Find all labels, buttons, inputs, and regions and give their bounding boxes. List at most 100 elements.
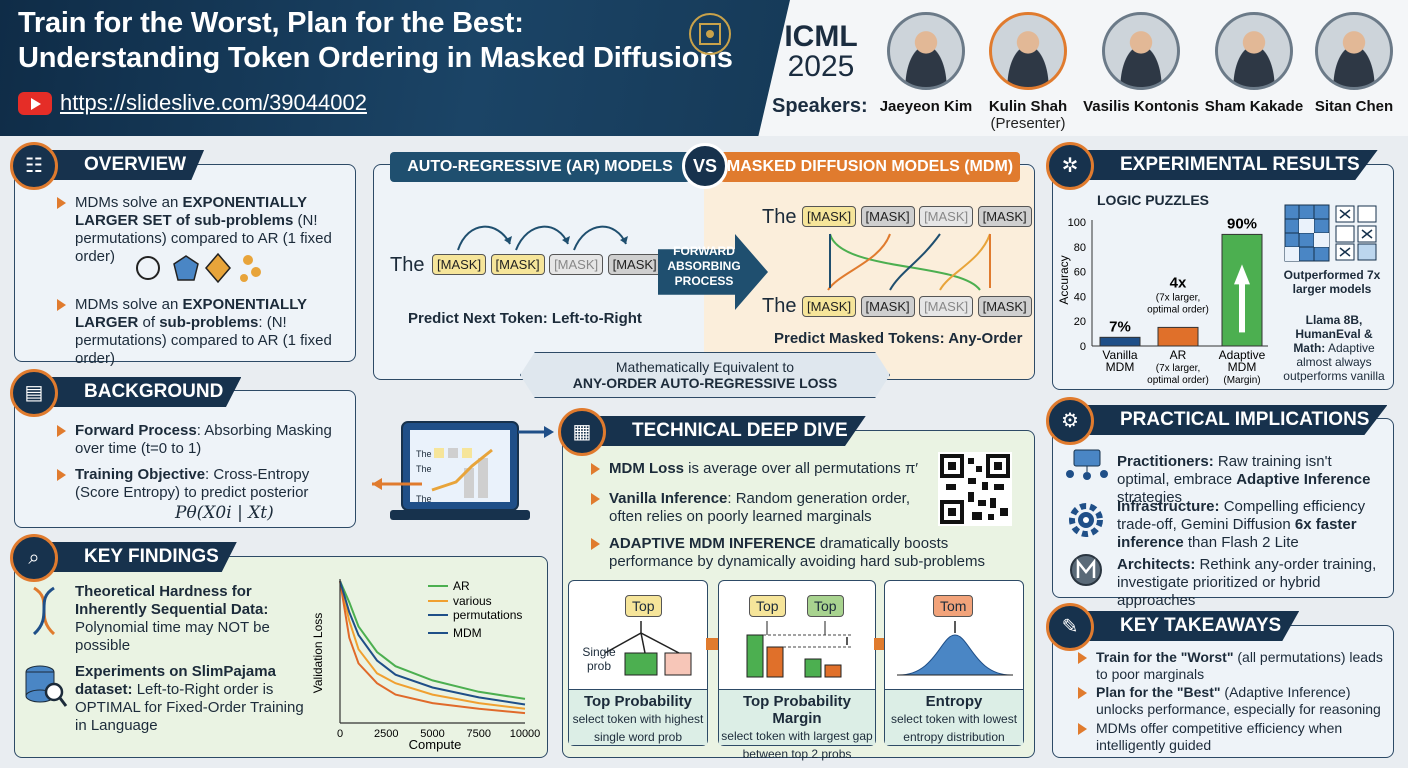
bar-value-label: 7%	[1109, 318, 1131, 335]
mdm-top-row: [MASK] [MASK] [MASK] [MASK]	[802, 206, 1032, 227]
avatar	[1102, 12, 1180, 90]
grid-caption: Outperformed 7x larger models	[1283, 268, 1381, 296]
background-bullet-1: Forward Process: Absorbing Masking over …	[57, 422, 345, 458]
implications-title: PRACTICAL IMPLICATIONS	[1058, 405, 1388, 435]
findings-panel	[14, 556, 548, 758]
avatar	[989, 12, 1067, 90]
mask-token: [MASK]	[549, 254, 604, 275]
implication-1: Practitioners: Raw training isn't optima…	[1117, 453, 1371, 506]
bar-y-tick: 100	[1068, 217, 1086, 229]
tree-arrows	[604, 621, 692, 676]
conference-year: 2025	[787, 50, 855, 83]
equivalence-banner: Mathematically Equivalent to ANY-ORDER A…	[520, 352, 890, 398]
bar-value-label: 90%	[1227, 215, 1257, 232]
mask-token: [MASK]	[432, 254, 487, 275]
dna-icon	[32, 586, 56, 636]
legend-label: MDM	[453, 626, 482, 640]
x-axis-label: Compute	[409, 737, 462, 752]
ar-title: AUTO-REGRESSIVE (AR) MODELS	[390, 152, 690, 182]
title-line-1: Train for the Worst, Plan for the Best:	[18, 7, 524, 39]
title-line-2: Understanding Token Ordering in Masked D…	[18, 42, 733, 74]
qr-code-icon[interactable]	[938, 452, 1012, 526]
ar-caption: Predict Next Token: Left-to-Right	[408, 310, 642, 327]
bar-y-tick: 20	[1074, 316, 1086, 328]
takeaways-title: KEY TAKEAWAYS	[1058, 611, 1300, 641]
mask-token: [MASK]	[860, 206, 915, 227]
y-axis-label: Validation Loss	[311, 613, 325, 694]
poster-header: Train for the Worst, Plan for the Best: …	[0, 0, 1408, 136]
bar-category-label: (Margin)	[1223, 375, 1260, 386]
card-description: select token with lowest entropy distrib…	[890, 712, 1018, 744]
avatar	[887, 12, 965, 90]
poster-title: Train for the Worst, Plan for the Best: …	[18, 6, 733, 76]
mask-token: [MASK]	[977, 296, 1032, 317]
vs-badge: VS	[682, 143, 728, 189]
takeaway-2: Plan for the "Best" (Adaptive Inference)…	[1078, 684, 1388, 718]
finding-2: Experiments on SlimPajama dataset: Left-…	[75, 663, 304, 734]
laptop-the-2: The	[416, 464, 432, 474]
deep-bullet-3: ADAPTIVE MDM INFERENCE dramatically boos…	[591, 535, 1029, 571]
loss-series-line	[339, 580, 526, 706]
any-order-arrows	[827, 233, 991, 291]
slideslive-link[interactable]: https://slideslive.com/39044002	[60, 90, 367, 115]
laptop-the-1: The	[416, 449, 432, 459]
takeaway-1: Train for the "Worst" (all permutations)…	[1078, 649, 1386, 683]
x-tick-label: 2500	[374, 728, 398, 740]
architecture-icon	[1070, 554, 1102, 586]
posterior-formula: Pθ(X0i | Xt)	[175, 503, 274, 523]
x-tick-label: 5000	[420, 728, 444, 740]
implication-2: Infrastructure: Compelling efficiency tr…	[1117, 498, 1366, 551]
takeaways-panel	[1052, 625, 1394, 758]
bar-category-label: MDM	[1228, 360, 1257, 374]
results-title: EXPERIMENTAL RESULTS	[1058, 150, 1378, 180]
x-tick-label: 7500	[467, 728, 491, 740]
mask-token: [MASK]	[919, 206, 974, 227]
accuracy-bar	[1099, 336, 1141, 347]
implications-panel	[1052, 418, 1394, 598]
circuit-icon	[689, 13, 731, 55]
bar-category-label: Adaptive	[1219, 348, 1266, 362]
speaker-card: Jaeyeon Kim	[866, 12, 986, 115]
conference-logo: ICML 2025	[778, 22, 864, 82]
overview-bullet-2: MDMs solve an EXPONENTIALLY LARGER of su…	[57, 296, 351, 368]
bar-y-label: Accuracy	[1058, 255, 1071, 304]
accuracy-bar	[1157, 326, 1199, 347]
legend-label: permutations	[453, 608, 522, 622]
bar-y-tick: 80	[1074, 242, 1086, 254]
deep-bullet-2: Vanilla Inference: Random generation ord…	[591, 490, 929, 526]
entropy-curve	[897, 621, 1013, 676]
bar-y-tick: 0	[1080, 341, 1086, 353]
speaker-card: Kulin Shah (Presenter)	[968, 12, 1088, 132]
legend-label: various	[453, 594, 492, 608]
overview-bullet-1: MDMs solve an EXPONENTIALLY LARGER SET o…	[57, 194, 351, 266]
top-margin-card: Top Top Top Probability Margin select to…	[718, 580, 876, 761]
puzzle-grid-icon	[1284, 204, 1377, 262]
magnifier-chart-icon: ⌕	[10, 534, 58, 582]
document-icon: ▤	[10, 369, 58, 417]
equivalence-line-1: Mathematically Equivalent to	[615, 359, 795, 375]
card-title: Entropy	[925, 693, 983, 710]
speaker-card: Sham Kakade	[1194, 12, 1314, 115]
bar-category-label: (7x larger,	[1156, 363, 1200, 374]
legend-label: AR	[453, 579, 470, 593]
loss-series-line	[339, 580, 526, 700]
avatar	[1315, 12, 1393, 90]
speakers-label: Speakers:	[772, 95, 868, 117]
speaker-name: Kulin Shah	[988, 98, 1068, 115]
loss-series-line	[339, 580, 526, 710]
bar-y-tick: 60	[1074, 267, 1086, 279]
single-prob-label: Single prob	[582, 645, 616, 673]
ar-arrows	[457, 225, 628, 251]
entropy-card: Tom Entropy select token with lowest ent…	[884, 580, 1024, 746]
token-box: Tom	[933, 595, 974, 617]
background-bullet-2: Training Objective: Cross-Entropy (Score…	[57, 466, 345, 502]
implication-3: Architects: Rethink any-order training, …	[1117, 556, 1377, 609]
card-description: select token with highest single word pr…	[572, 712, 704, 744]
results-subtitle: LOGIC PUZZLES	[1097, 192, 1209, 208]
speaker-name: Vasilis Kontonis	[1083, 98, 1199, 115]
bar-category-label: AR	[1170, 348, 1187, 362]
card-footer: Entropy select token with lowest entropy…	[885, 689, 1023, 745]
